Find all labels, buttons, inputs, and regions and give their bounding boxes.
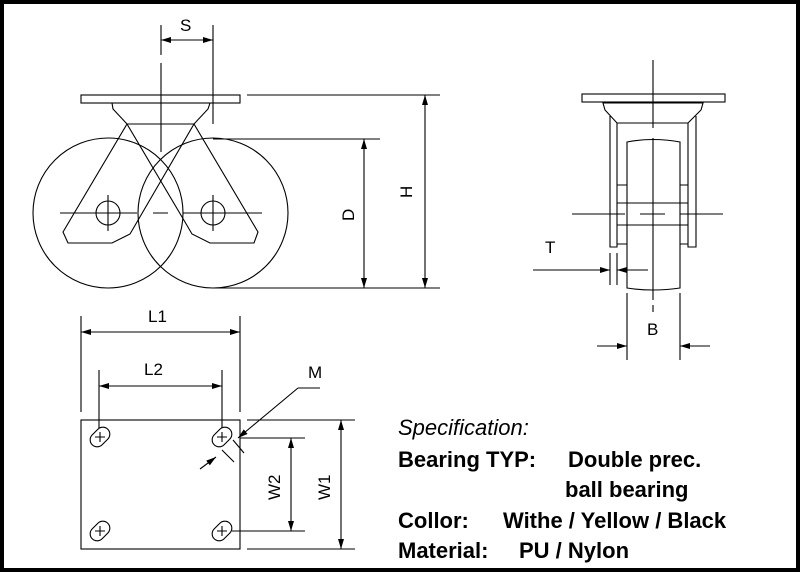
d-h-extensions: [213, 94, 440, 289]
m-extensions: [221, 439, 245, 463]
spec-heading: Specification:: [398, 415, 529, 440]
m-arrow: [199, 456, 217, 470]
spec-color-value: Withe / Yellow / Black: [503, 508, 727, 533]
spec-bearing-value-1: Double prec.: [568, 447, 702, 472]
label-l1: L1: [148, 307, 167, 326]
fork-left: [62, 123, 195, 244]
spec-bearing-value-2: ball bearing: [565, 477, 689, 502]
w-extensions: [232, 419, 355, 550]
label-m: M: [308, 363, 322, 382]
spec-bearing-label: Bearing TYP:: [398, 447, 537, 472]
caster-side-view: [32, 25, 440, 289]
label-t: T: [545, 238, 555, 257]
label-s: S: [180, 16, 191, 35]
wheel-front: [626, 138, 681, 291]
caster-front-view: [533, 60, 726, 360]
fork-right: [126, 123, 259, 244]
label-h: H: [397, 186, 416, 198]
label-d: D: [339, 209, 358, 221]
spec-color-label: Collor:: [398, 508, 469, 533]
label-w1: W1: [315, 475, 334, 501]
hub-centerlines: [107, 195, 214, 231]
sheet-background: [4, 4, 796, 568]
spec-material-value: PU / Nylon: [519, 538, 630, 563]
label-l2: L2: [144, 360, 163, 379]
l2-extensions: [98, 370, 223, 428]
m-leader: [237, 387, 299, 439]
mounting-plate: [80, 419, 241, 550]
spec-material-label: Material:: [398, 538, 489, 563]
mounting-slots: [89, 426, 233, 542]
label-b: B: [647, 320, 658, 339]
label-w2: W2: [265, 475, 284, 501]
plate-plan-view: [80, 316, 355, 550]
